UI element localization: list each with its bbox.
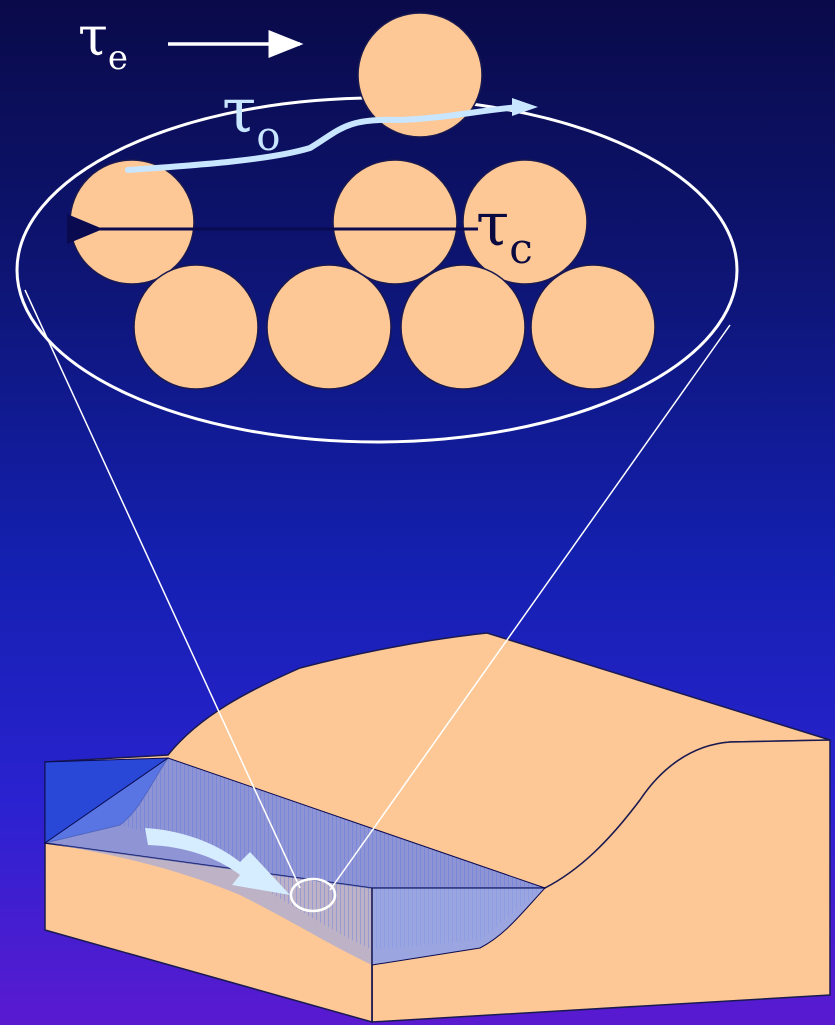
- tau-e-label: τe: [78, 5, 128, 78]
- grain-bottom-3: [401, 265, 525, 389]
- tau-o-label: τo: [222, 74, 280, 160]
- tau-o-flow-path: [128, 98, 538, 170]
- grain-bottom-2: [267, 265, 391, 389]
- terrain-block: [45, 633, 830, 1022]
- sediment-grains: [70, 13, 655, 389]
- grain-bottom-4: [531, 265, 655, 389]
- grain-upper-left: [70, 160, 194, 284]
- grain-upper-mid: [333, 160, 457, 284]
- grain-bottom-1: [134, 265, 258, 389]
